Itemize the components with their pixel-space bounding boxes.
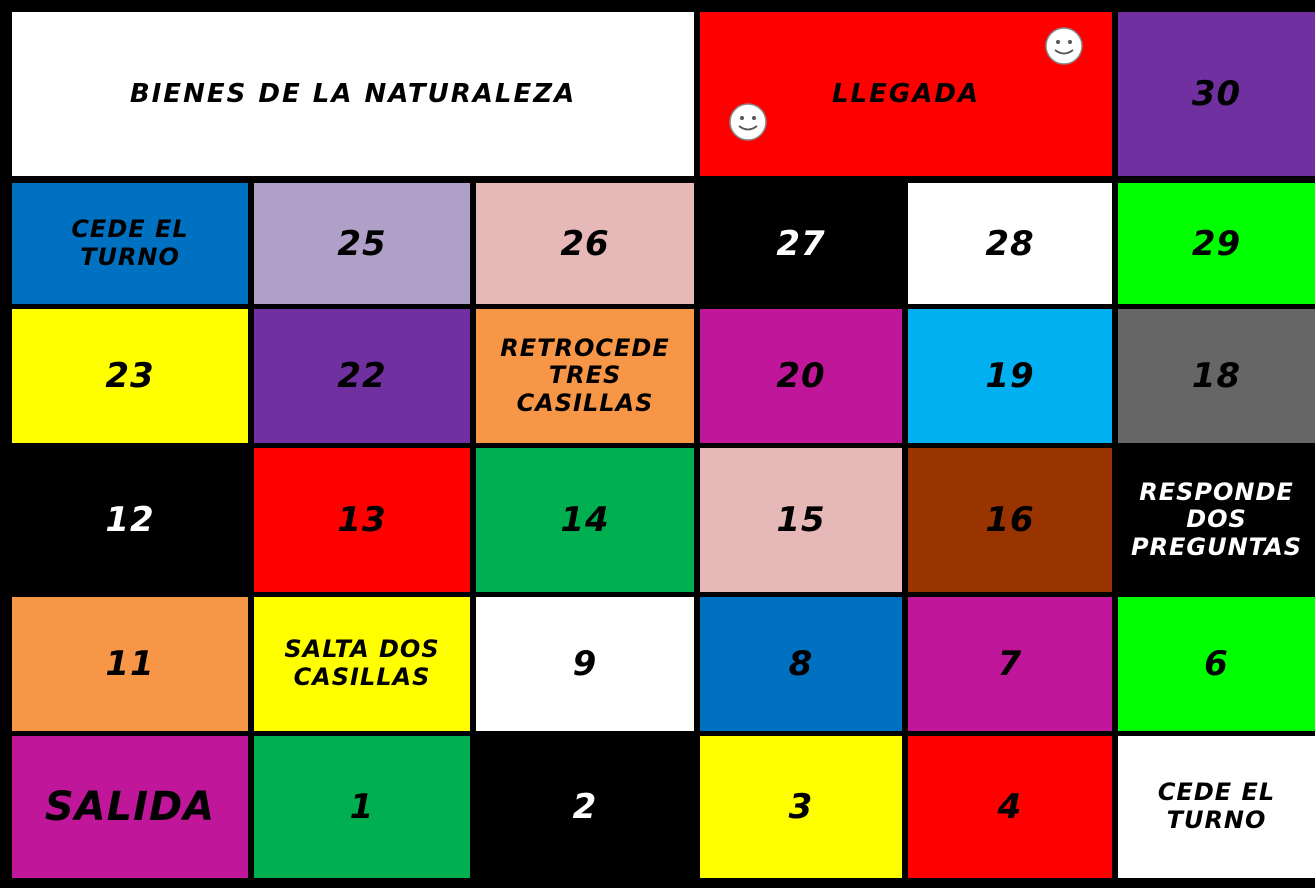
board-square[interactable]: 11 <box>12 597 248 731</box>
board-square[interactable]: 3 <box>700 736 902 878</box>
square-label: 4 <box>997 787 1023 827</box>
square-label: 29 <box>1191 223 1242 264</box>
square-label: CASILLAS <box>516 388 654 417</box>
board-square[interactable]: 2 <box>476 736 694 878</box>
square-label: TRES <box>548 361 622 390</box>
board-square[interactable]: 8 <box>700 597 902 731</box>
square-label: 15 <box>776 500 826 540</box>
board-square[interactable]: 30 <box>1118 12 1315 176</box>
square-label: 28 <box>985 223 1035 264</box>
board-square[interactable]: 27 <box>700 183 902 304</box>
square-label: 22 <box>337 356 387 396</box>
square-label: CASILLAS <box>293 663 431 691</box>
square-label: 14 <box>560 500 610 540</box>
board-square[interactable]: 19 <box>908 309 1112 443</box>
board-square[interactable]: 26 <box>476 183 694 304</box>
square-label: CEDE EL <box>1157 778 1276 807</box>
board-square[interactable]: 22 <box>254 309 470 443</box>
square-label: 8 <box>788 644 814 684</box>
board-square[interactable]: 12 <box>12 448 248 592</box>
board-square[interactable]: 18 <box>1118 309 1315 443</box>
square-label: 7 <box>997 644 1023 684</box>
board-square[interactable]: 23 <box>12 309 248 443</box>
square-label: 18 <box>1191 356 1242 396</box>
start-cell[interactable]: SALIDA <box>12 736 248 878</box>
board-square[interactable]: 25 <box>254 183 470 304</box>
square-label: 27 <box>776 223 826 264</box>
square-label: 13 <box>337 500 387 540</box>
square-label: RETROCEDE <box>500 333 670 362</box>
square-label: 6 <box>1204 644 1229 684</box>
square-label: 16 <box>985 500 1035 540</box>
board-square[interactable]: 28 <box>908 183 1112 304</box>
square-label: 3 <box>788 787 814 827</box>
board-square[interactable]: 7 <box>908 597 1112 731</box>
square-label: TURNO <box>1166 806 1267 834</box>
player-token-smiley-icon[interactable] <box>728 102 768 142</box>
board-title: BIENES DE LA NATURALEZA <box>12 12 694 176</box>
board-square[interactable]: 9 <box>476 597 694 731</box>
board-square[interactable]: 1 <box>254 736 470 878</box>
square-label: 23 <box>105 356 155 396</box>
square-label: 12 <box>105 500 155 540</box>
board-square[interactable]: 14 <box>476 448 694 592</box>
player-token-smiley-icon[interactable] <box>1044 26 1084 66</box>
board-square[interactable]: 4 <box>908 736 1112 878</box>
square-label: CEDE EL <box>71 214 189 243</box>
square-label: RESPONDE <box>1139 477 1294 506</box>
square-label: 19 <box>985 356 1035 396</box>
start-label: SALIDA <box>44 784 216 830</box>
square-label: DOS <box>1186 505 1247 534</box>
square-label: 11 <box>105 644 155 684</box>
square-label: TURNO <box>80 242 180 271</box>
square-label: 20 <box>776 356 826 396</box>
board-square[interactable]: 16 <box>908 448 1112 592</box>
board-square[interactable]: 20 <box>700 309 902 443</box>
square-label: 26 <box>560 223 610 264</box>
square-label: SALTA DOS <box>284 635 440 664</box>
board-square[interactable]: 6 <box>1118 597 1315 731</box>
square-label: 9 <box>572 644 598 684</box>
finish-cell[interactable]: LLEGADA <box>700 12 1112 176</box>
board-square[interactable]: 13 <box>254 448 470 592</box>
finish-label: LLEGADA <box>831 79 981 109</box>
board-square[interactable]: 29 <box>1118 183 1315 304</box>
square-label: 1 <box>349 787 375 827</box>
square-label: 30 <box>1191 74 1242 114</box>
square-label: 2 <box>572 787 598 827</box>
square-label: 25 <box>337 223 387 264</box>
board-title-text: BIENES DE LA NATURALEZA <box>129 79 577 109</box>
board-square[interactable]: 15 <box>700 448 902 592</box>
square-label: PREGUNTAS <box>1130 532 1303 561</box>
